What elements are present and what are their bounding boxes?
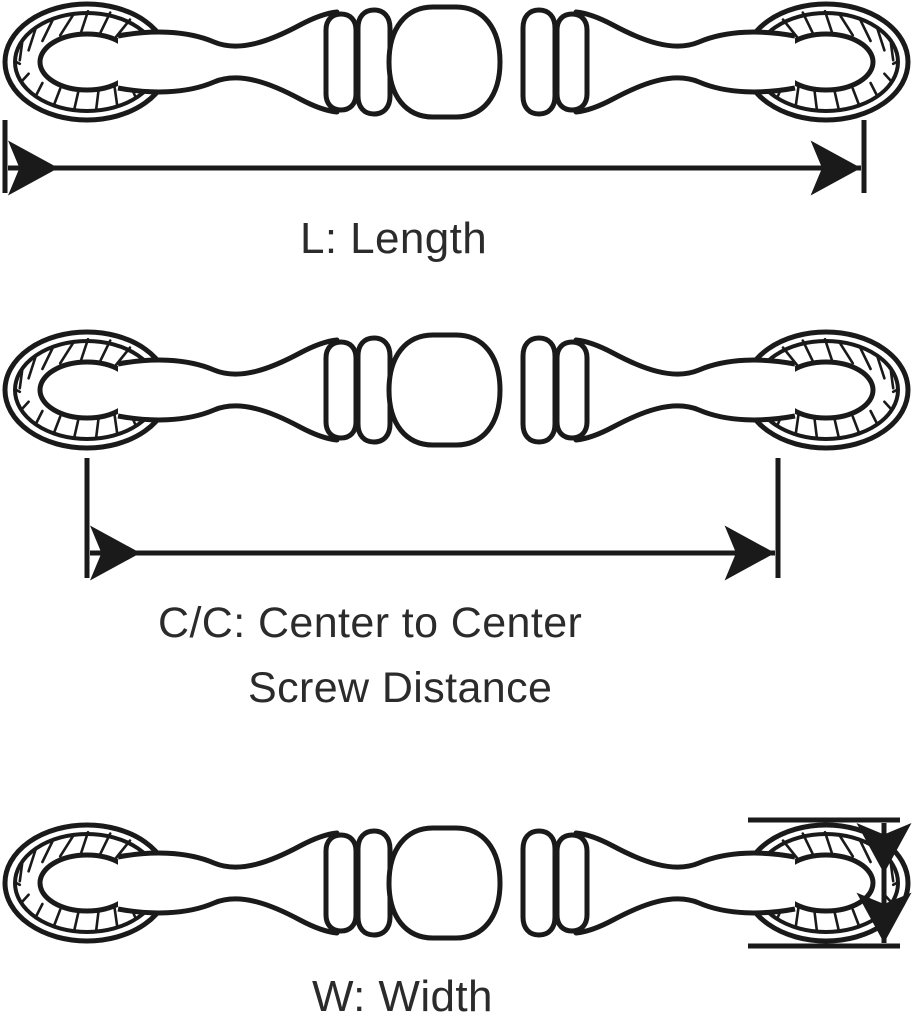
handle-illustration-width — [5, 825, 908, 941]
center-to-center-label-line1: C/C: Center to Center — [158, 599, 582, 647]
width-figure: W: Width — [5, 817, 912, 1021]
length-dimension-annotation — [2, 120, 867, 196]
center-to-center-dimension-annotation — [84, 458, 781, 581]
center-to-center-figure: C/C: Center to Center Screw Distance — [5, 332, 908, 712]
length-label: L: Length — [300, 214, 487, 263]
handle-illustration-center-to-center — [5, 332, 908, 448]
width-label: W: Width — [312, 972, 493, 1021]
center-to-center-label-line2: Screw Distance — [248, 664, 552, 712]
handle-illustration-length — [5, 4, 908, 120]
length-figure: L: Length — [2, 4, 908, 263]
width-dimension-annotation — [748, 817, 912, 949]
